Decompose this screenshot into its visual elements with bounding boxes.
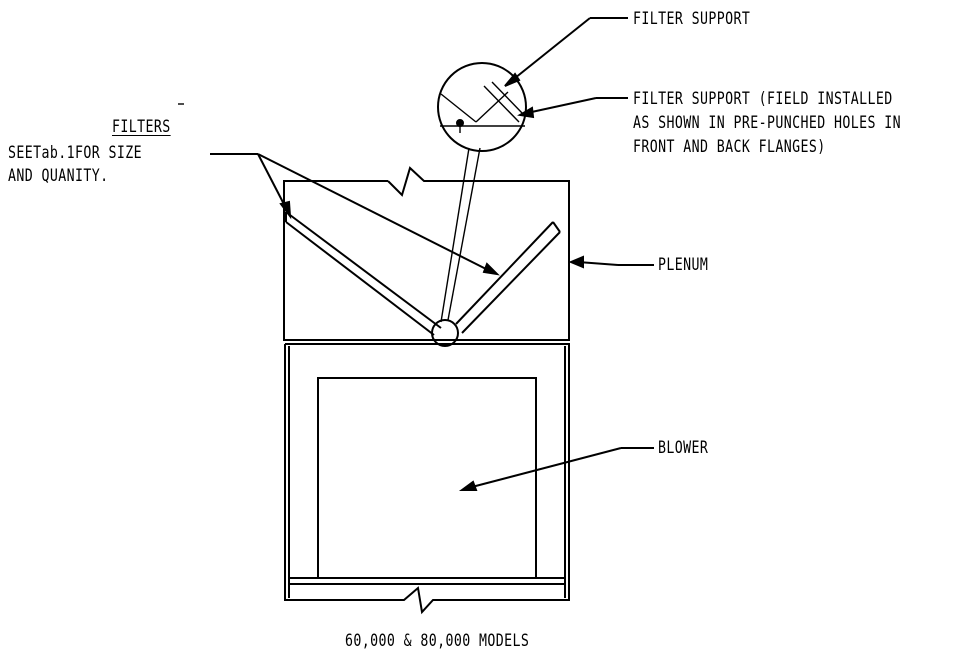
filter-right [455, 221, 561, 334]
leader-filter-support-field [517, 97, 628, 119]
leader-blower [458, 447, 654, 491]
filter-support-label: FILTER SUPPORT [633, 9, 751, 29]
leader-plenum [568, 255, 654, 269]
filter-support-detail-circle [431, 319, 459, 347]
filter-support-field-label-line1: FILTER SUPPORT (FIELD INSTALLED [633, 89, 893, 109]
blower-label: BLOWER [658, 438, 709, 458]
filter-support-magnified-detail [437, 62, 527, 152]
detail-connector-2 [447, 147, 481, 321]
models-caption: 60,000 & 80,000 MODELS [345, 631, 530, 651]
filters-label-line1: SEETab.1FOR SIZE [8, 143, 142, 163]
filter-support-field-label-line2: AS SHOWN IN PRE-PUNCHED HOLES IN [633, 113, 901, 133]
plenum-outline [283, 166, 570, 341]
detail-connector [440, 147, 470, 323]
filters-label-line2: AND QUANITY. [8, 166, 109, 186]
filter-left [285, 211, 442, 336]
leader-filter-support-top [504, 17, 628, 87]
filters-heading: FILTERS [112, 117, 171, 137]
filter-support-field-label-line3: FRONT AND BACK FLANGES) [633, 137, 826, 157]
leader-filters [210, 153, 500, 276]
plenum-label: PLENUM [658, 255, 709, 275]
blower-cabinet [284, 343, 570, 615]
